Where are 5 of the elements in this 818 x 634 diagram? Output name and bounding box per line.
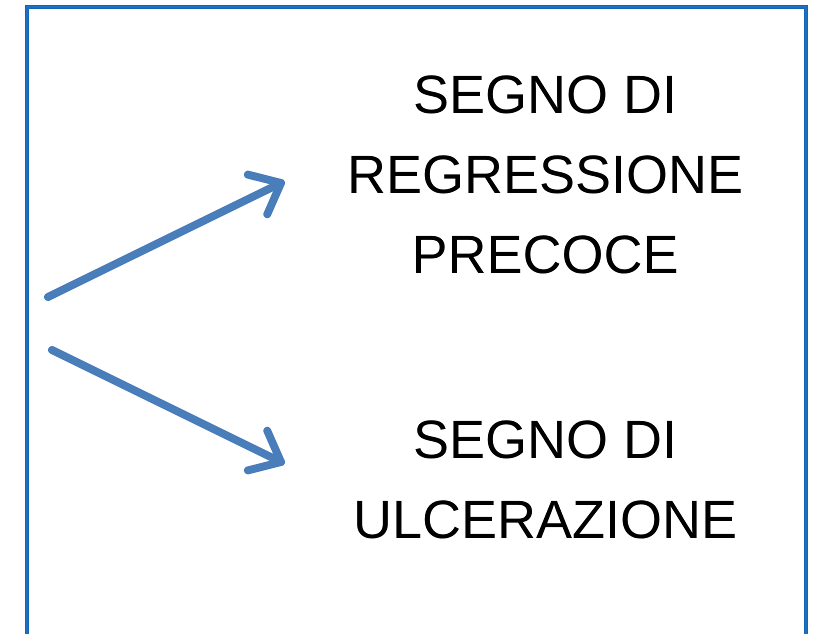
label-text: SEGNO DI ULCERAZIONE xyxy=(352,409,738,552)
label-text: SEGNO DI REGRESSIONE PRECOCE xyxy=(346,64,744,287)
frame-box xyxy=(25,5,808,634)
arrow xyxy=(48,346,285,474)
arrow xyxy=(44,170,285,301)
